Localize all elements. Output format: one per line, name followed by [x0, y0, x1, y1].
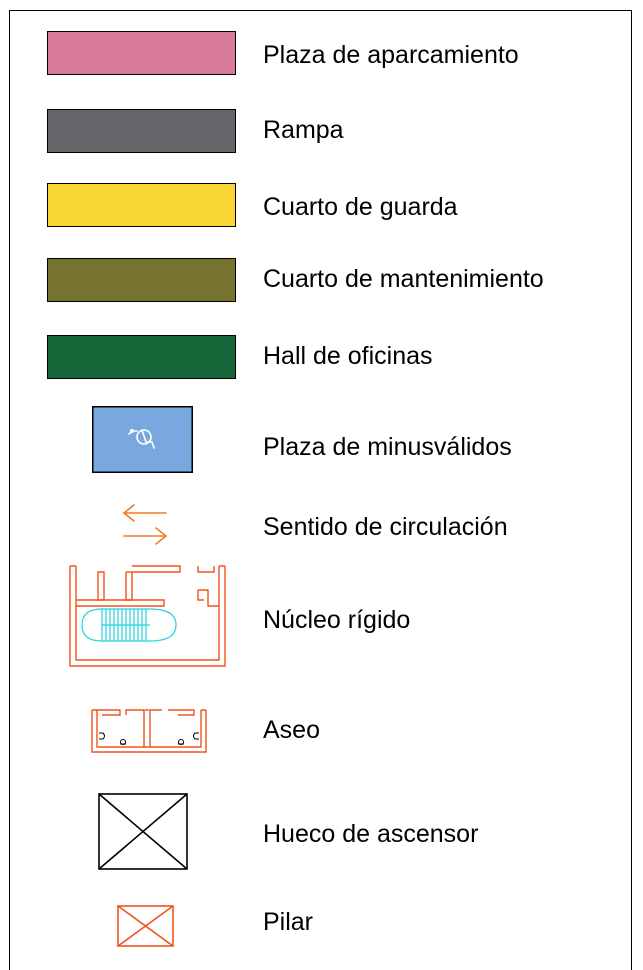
stair-core-icon — [68, 562, 228, 669]
two-way-arrows-icon — [118, 500, 173, 548]
pillar-icon — [117, 905, 174, 947]
swatch-office-hall — [47, 335, 236, 379]
label-office-hall: Hall de oficinas — [263, 342, 433, 370]
label-rigid-core: Núcleo rígido — [263, 606, 411, 634]
swatch-guard-room — [47, 183, 236, 227]
label-maintenance-room: Cuarto de mantenimiento — [263, 265, 544, 293]
elevator-shaft-icon — [98, 793, 188, 870]
wheelchair-icon — [92, 406, 193, 473]
label-accessible-parking: Plaza de minusválidos — [263, 433, 512, 461]
label-elevator-shaft: Hueco de ascensor — [263, 820, 479, 848]
label-parking: Plaza de aparcamiento — [263, 41, 519, 69]
label-ramp: Rampa — [263, 116, 344, 144]
swatch-maintenance-room — [47, 258, 236, 302]
label-guard-room: Cuarto de guarda — [263, 193, 458, 221]
label-traffic-direction: Sentido de circulación — [263, 513, 508, 541]
label-pillar: Pilar — [263, 908, 314, 936]
legend-frame — [9, 10, 632, 970]
swatch-ramp — [47, 109, 236, 153]
restroom-plan-icon — [90, 706, 210, 755]
swatch-parking — [47, 31, 236, 75]
label-restroom: Aseo — [263, 716, 320, 744]
